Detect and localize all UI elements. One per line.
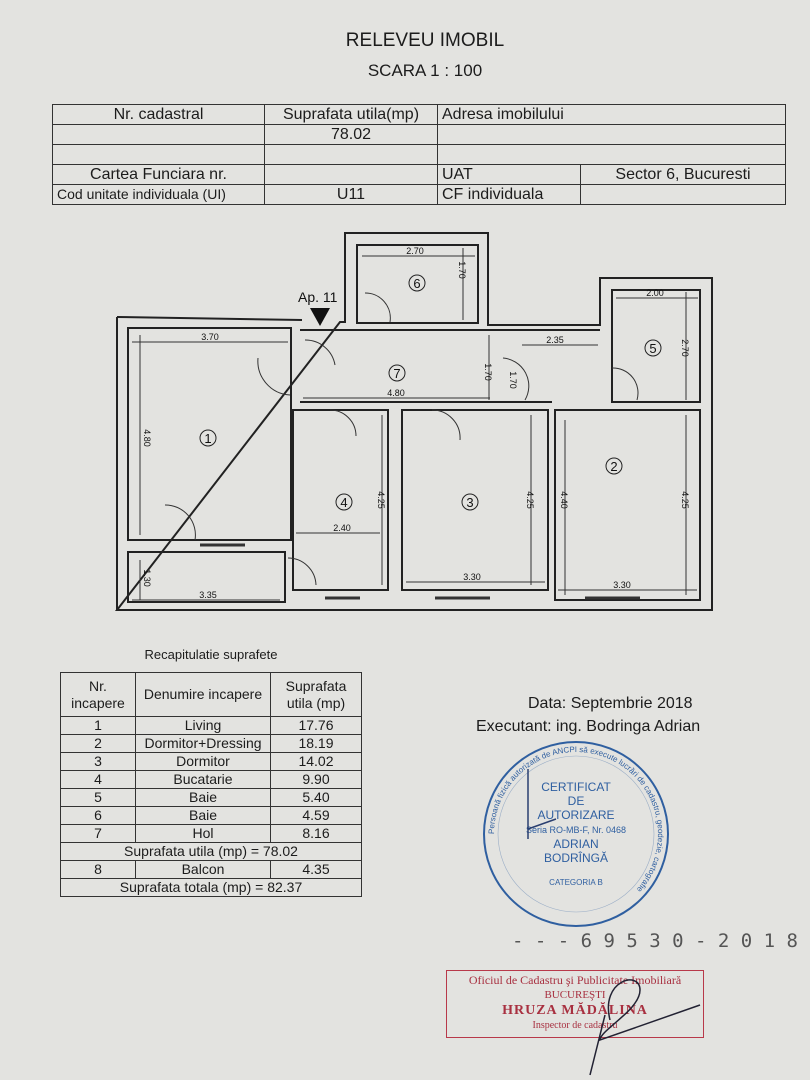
svg-text:2.00: 2.00: [646, 288, 664, 298]
signature-mark: [527, 769, 557, 839]
wall-hall: [300, 329, 600, 403]
stamp-line: DE: [568, 794, 585, 808]
wall-bath5: [611, 289, 701, 403]
stamp-red-line: Inspector de cadastru: [532, 1020, 618, 1031]
svg-text:2.40: 2.40: [333, 523, 351, 533]
recap-table: Nr. incapere Denumire incapere Suprafata…: [60, 672, 362, 897]
svg-text:4.80: 4.80: [387, 388, 405, 398]
stamp-line: AUTORIZARE: [537, 808, 614, 822]
inspector-signature: [589, 979, 701, 1076]
svg-text:1.30: 1.30: [142, 569, 152, 587]
room-marker-2: 2: [605, 457, 623, 475]
svg-text:4.25: 4.25: [680, 491, 690, 509]
recap-title: Recapitulatie suprafete: [144, 647, 278, 662]
col-header: Nr. incapere: [60, 672, 136, 717]
wall-room3: [401, 409, 549, 591]
uat-value: Sector 6, Bucuresti: [580, 164, 786, 185]
col-header: Suprafata utila (mp): [270, 672, 362, 717]
svg-text:4.80: 4.80: [142, 429, 152, 447]
svg-text:1.70: 1.70: [483, 363, 493, 381]
svg-text:3.35: 3.35: [199, 590, 217, 600]
dimension-labels: 2.70 1.70 2.00 2.70 3.70 4.80 2.35 1.70 …: [142, 246, 690, 600]
stamp-red-name: HRUZA MĂDĂLINA: [502, 1003, 648, 1018]
stamp-name: ADRIAN: [553, 837, 598, 851]
stamp-category: CATEGORIA B: [549, 878, 603, 887]
wall-kitchen: [292, 409, 389, 591]
wall-bath6: [356, 244, 479, 324]
svg-text:1: 1: [204, 431, 211, 446]
col-header: Denumire incapere: [135, 672, 271, 717]
dimension-lines: [132, 248, 698, 601]
svg-text:2.35: 2.35: [546, 335, 564, 345]
svg-text:1.70: 1.70: [508, 371, 518, 389]
apartment-label: Ap. 11: [298, 289, 338, 305]
subtotal-row: Suprafata utila (mp) = 78.02: [60, 842, 362, 861]
stamp-serie: Seria RO-MB-F, Nr. 0468: [526, 825, 626, 835]
room-marker-7: 7: [388, 364, 406, 382]
stamp-name: BODRÎNGĂ: [544, 850, 608, 865]
outer-wall: [114, 232, 713, 611]
authorization-stamp: Persoană fizică autorizată de ANCPI să e…: [483, 741, 669, 927]
stamp-red-line: BUCUREŞTI: [544, 989, 606, 1001]
wall-balcony: [127, 551, 286, 603]
svg-text:5: 5: [649, 341, 656, 356]
property-info-table: Nr. cadastral Suprafata utila(mp) Adresa…: [52, 104, 786, 205]
svg-text:3.70: 3.70: [201, 332, 219, 342]
cod-ui-value: U11: [264, 184, 438, 205]
registration-number: - - - 6 9 5 3 0 - 2 0 1 8: [512, 930, 798, 952]
wall-room2: [554, 409, 701, 601]
stamp-red-line: Oficiul de Cadastru şi Publicitate Imobi…: [468, 973, 682, 987]
svg-text:4: 4: [340, 495, 347, 510]
ocpi-stamp: Oficiul de Cadastru şi Publicitate Imobi…: [446, 970, 704, 1038]
document-title: RELEVEU IMOBIL: [345, 30, 505, 51]
svg-text:7: 7: [393, 366, 400, 381]
total-row: Suprafata totala (mp) = 82.37: [60, 878, 362, 897]
room-marker-5: 5: [644, 339, 662, 357]
svg-text:4.25: 4.25: [376, 491, 386, 509]
floor-plan: Ap. 11 1 2 3 4 5 6 7 2.70 1.70 2.00 2.70…: [114, 232, 713, 611]
svg-text:3.30: 3.30: [613, 580, 631, 590]
door-swing: [164, 292, 639, 586]
windows: [200, 543, 640, 600]
svg-text:4.40: 4.40: [559, 491, 569, 509]
date-label: Data: Septembrie 2018: [528, 695, 693, 712]
svg-text:3.30: 3.30: [463, 572, 481, 582]
svg-text:6: 6: [413, 276, 420, 291]
cf-value: [580, 184, 786, 205]
scale-label: SCARA 1 : 100: [367, 61, 483, 80]
svg-text:1.70: 1.70: [457, 261, 467, 279]
svg-text:3: 3: [466, 495, 473, 510]
entrance-arrow-icon: [310, 308, 330, 326]
room-marker-6: 6: [408, 274, 426, 292]
wall-living: [127, 327, 292, 541]
suprafata-label: Suprafata utila(mp): [264, 104, 438, 125]
cod-ui-label: Cod unitate individuala (UI): [52, 184, 265, 205]
svg-text:2.70: 2.70: [680, 339, 690, 357]
svg-text:2: 2: [610, 459, 617, 474]
stamp-line: CERTIFICAT: [541, 780, 611, 794]
room-marker-4: 4: [335, 493, 353, 511]
room-marker-3: 3: [461, 493, 479, 511]
svg-text:4.25: 4.25: [525, 491, 535, 509]
executant-label: Executant: ing. Bodringa Adrian: [476, 718, 701, 735]
room-marker-1: 1: [199, 429, 217, 447]
svg-text:2.70: 2.70: [406, 246, 424, 256]
cf-label: CF individuala: [437, 184, 581, 205]
